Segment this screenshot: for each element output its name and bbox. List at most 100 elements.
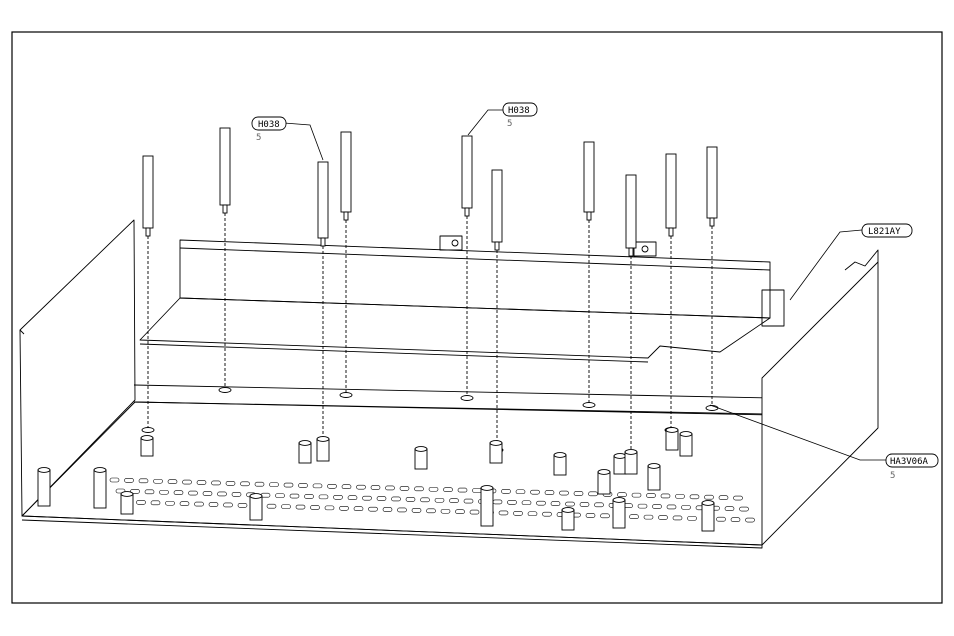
vent-slot [427, 509, 436, 513]
spacer-top [299, 441, 311, 446]
vent-slot [580, 502, 589, 506]
vent-slot [464, 499, 473, 503]
spacer-top [250, 494, 262, 499]
vent-slot [676, 494, 685, 498]
vent-slot [717, 517, 726, 521]
spacer-top [317, 437, 329, 442]
vent-slot [195, 502, 204, 506]
vent-slot [659, 516, 668, 520]
vent-slot [232, 492, 241, 496]
vent-slot [528, 512, 537, 516]
vent-slot [241, 482, 250, 486]
vent-slot [386, 486, 395, 490]
standoff-post [318, 162, 328, 238]
vent-slot [168, 480, 177, 484]
vent-slot [340, 506, 349, 510]
vent-slot [299, 483, 308, 487]
vent-slot [218, 492, 227, 496]
vent-slot [328, 484, 337, 488]
vent-slot [444, 488, 453, 492]
standoff-post [666, 154, 676, 228]
vent-slot [522, 501, 531, 505]
vent-slot [290, 494, 299, 498]
standoff-thread [465, 208, 469, 216]
vent-slot [197, 481, 206, 485]
standoff-hole [583, 403, 595, 408]
standoff-post [492, 170, 502, 242]
spacer-top [94, 468, 106, 473]
vent-slot [305, 494, 314, 498]
vent-slot [154, 479, 163, 483]
standoff-thread [669, 228, 673, 236]
vent-slot [586, 513, 595, 517]
callout-l821ay: L821AY [862, 224, 912, 237]
vent-slot [502, 489, 511, 493]
vent-slot [705, 495, 714, 499]
spacer-top [614, 454, 626, 459]
vent-slot [348, 496, 357, 500]
standoff-thread [146, 228, 150, 236]
spacer-body [680, 434, 692, 456]
vent-slot [412, 508, 421, 512]
standoff-post [584, 142, 594, 212]
spacer-body [415, 449, 427, 469]
spacer-body [625, 452, 637, 474]
vent-slot [560, 491, 569, 495]
vent-slot [319, 495, 328, 499]
spacer-top [554, 453, 566, 458]
callout-part-label: L821AY [868, 227, 901, 237]
vent-slot [647, 494, 656, 498]
vent-slot [406, 497, 415, 501]
vent-slot [369, 507, 378, 511]
vent-slot [110, 478, 119, 482]
spacer-top [415, 447, 427, 452]
callout-part-label: H038 [508, 106, 530, 116]
standoff-thread [629, 248, 633, 256]
vent-slot [342, 485, 351, 489]
spacer-top [666, 428, 678, 433]
vent-slot [212, 481, 221, 485]
vent-slot [673, 516, 682, 520]
spacer-top [625, 450, 637, 455]
callout-part-label: HA3V06A [890, 457, 929, 467]
spacer-top [141, 436, 153, 441]
spacer-top [121, 492, 133, 497]
spacer-top [38, 468, 50, 473]
vent-slot [595, 503, 604, 507]
vent-slot [545, 491, 554, 495]
vent-slot [282, 505, 291, 509]
vent-slot [354, 507, 363, 511]
spacer-top [490, 441, 502, 446]
vent-slot [255, 482, 264, 486]
standoff-post [462, 136, 472, 208]
vent-slot [151, 501, 160, 505]
vent-slot [311, 505, 320, 509]
spacer-body [702, 503, 714, 531]
spacer-body [317, 439, 329, 461]
vent-slot [276, 494, 285, 498]
vent-slot [209, 503, 218, 507]
standoff-post [626, 175, 636, 248]
right-side-panel [762, 262, 878, 545]
vent-slot [125, 478, 134, 482]
vent-slot [719, 496, 728, 500]
vent-slot [363, 496, 372, 500]
vent-slot [203, 492, 212, 496]
vent-slot [470, 510, 479, 514]
vent-slot [139, 479, 148, 483]
vent-slot [493, 500, 502, 504]
vent-slot [740, 507, 749, 511]
spacer-body [666, 430, 678, 450]
vent-slot [392, 497, 401, 501]
spacer-body [38, 470, 50, 506]
spacer-top [481, 486, 493, 491]
vent-slot [371, 486, 380, 490]
callout-part-label: H038 [258, 120, 280, 130]
spacer-body [490, 443, 502, 463]
standoff-thread [223, 205, 227, 213]
vent-slot [450, 499, 459, 503]
spacer-top [613, 498, 625, 503]
vent-slot [731, 518, 740, 522]
standoff-thread [321, 238, 325, 246]
